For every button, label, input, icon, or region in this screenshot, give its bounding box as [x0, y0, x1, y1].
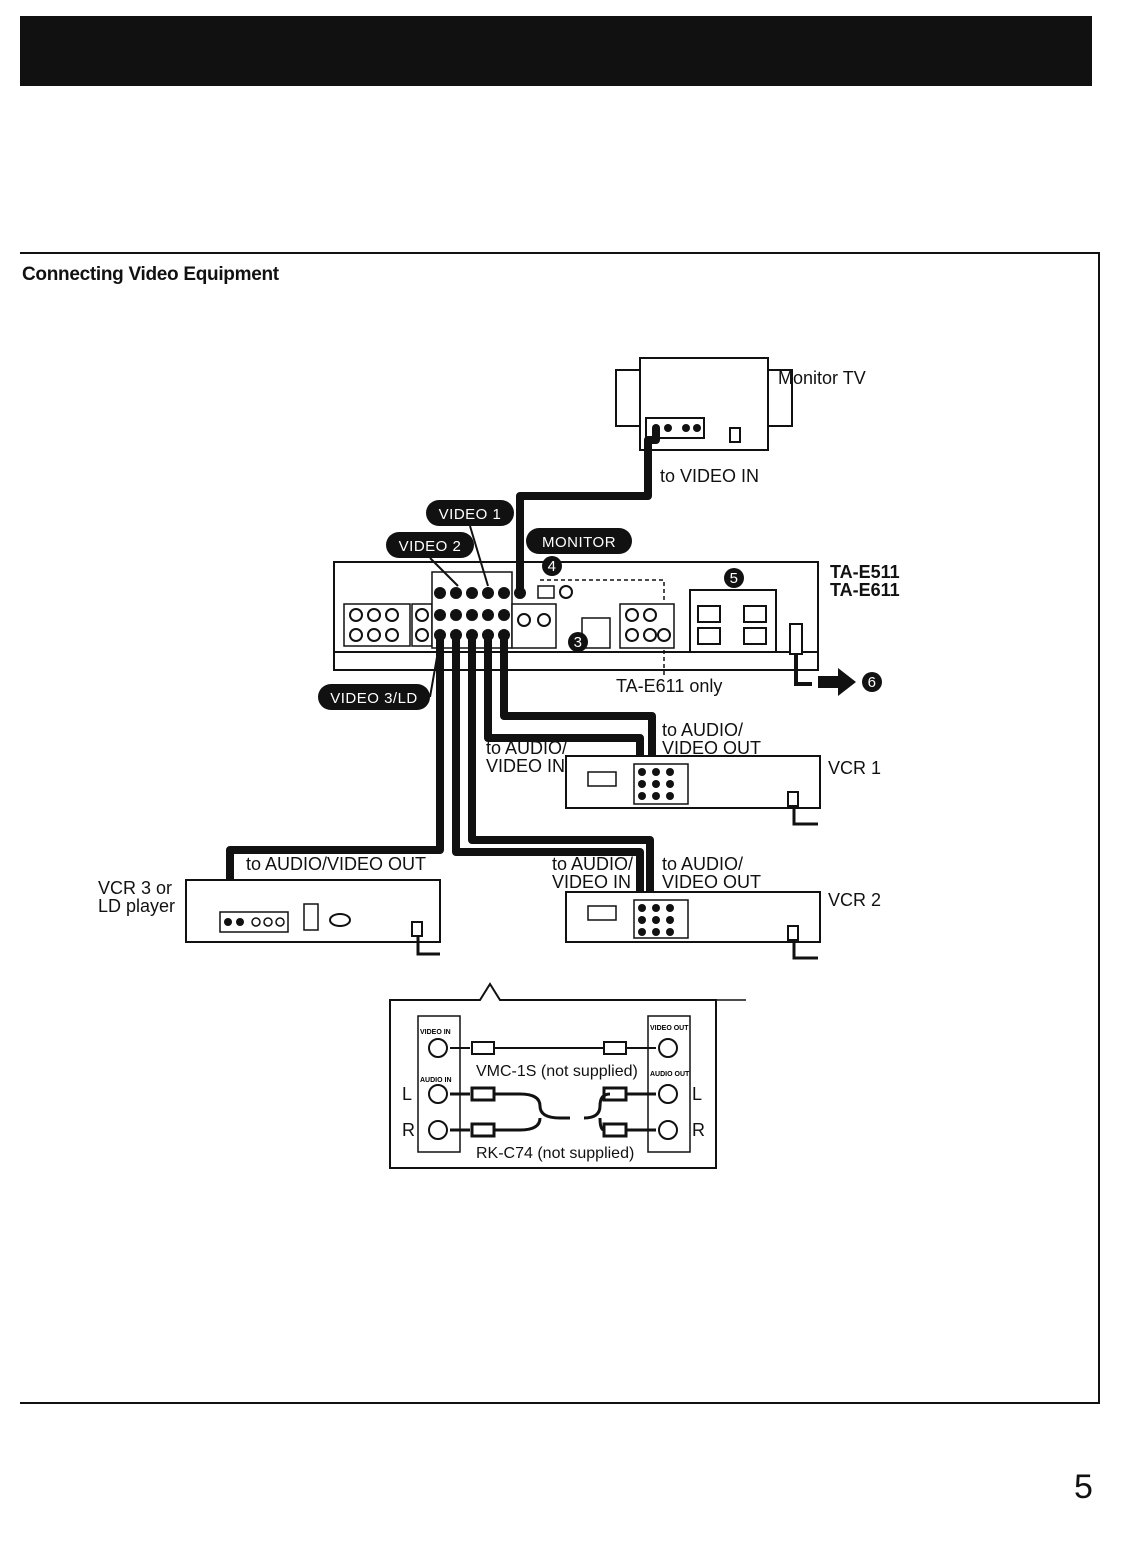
- monitor-pill: MONITOR: [526, 528, 632, 554]
- vcr3-label-2: LD player: [98, 896, 175, 916]
- rkc-cable-label: RK-C74 (not supplied): [476, 1145, 634, 1162]
- svg-text:VIDEO 2: VIDEO 2: [399, 538, 462, 555]
- vcr3-label-1: VCR 3 or: [98, 878, 172, 898]
- vcr1-in-label-1: to AUDIO/: [486, 738, 567, 758]
- marker-6-arrow: 6: [818, 668, 882, 696]
- vcr2-label: VCR 2: [828, 890, 881, 910]
- svg-text:3: 3: [574, 634, 583, 651]
- vcr2-out-label-2: VIDEO OUT: [662, 872, 761, 892]
- box-l-right: L: [692, 1084, 702, 1104]
- amp-model-1: TA-E511: [830, 562, 900, 582]
- vcr1-in-label-2: VIDEO IN: [486, 756, 565, 776]
- vcr2-in-label-2: VIDEO IN: [552, 872, 631, 892]
- svg-text:VIDEO 3/LD: VIDEO 3/LD: [330, 690, 418, 707]
- box-video-in-label: VIDEO IN: [420, 1029, 451, 1036]
- amp-model-2: TA-E611: [830, 580, 900, 600]
- box-audio-out-label: AUDIO OUT: [650, 1071, 690, 1078]
- vcr1: [565, 755, 821, 826]
- header-bar: [20, 16, 1092, 86]
- box-l-left: L: [402, 1084, 412, 1104]
- svg-text:5: 5: [730, 570, 739, 587]
- svg-text:VIDEO 1: VIDEO 1: [439, 506, 502, 523]
- box-r-left: R: [402, 1120, 415, 1140]
- cable-detail-box: [389, 982, 746, 1169]
- ta-e611-only-label: TA-E611 only: [616, 676, 722, 696]
- vcr1-label: VCR 1: [828, 758, 881, 778]
- monitor-tv-label: Monitor TV: [778, 368, 866, 388]
- vcr2: [565, 891, 821, 960]
- svg-text:4: 4: [548, 558, 557, 575]
- box-r-right: R: [692, 1120, 705, 1140]
- section-title: Connecting Video Equipment: [22, 264, 279, 285]
- vcr3-ld-player: [185, 879, 441, 956]
- vcr2-in-label-1: to AUDIO/: [552, 854, 633, 874]
- video1-pill: VIDEO 1: [426, 500, 514, 526]
- box-audio-in-label: AUDIO IN: [420, 1077, 452, 1084]
- marker-5: 5: [724, 568, 744, 588]
- box-video-out-label: VIDEO OUT: [650, 1025, 689, 1032]
- marker-3: 3: [568, 632, 588, 652]
- vcr3-out-label: to AUDIO/VIDEO OUT: [246, 854, 426, 874]
- video2-pill: VIDEO 2: [386, 532, 474, 558]
- video3-pill: VIDEO 3/LD: [318, 684, 430, 710]
- vcr2-out-label-1: to AUDIO/: [662, 854, 743, 874]
- section-frame: [20, 252, 1100, 1404]
- monitor-tv: [615, 357, 793, 451]
- vcr1-out-label-2: VIDEO OUT: [662, 738, 761, 758]
- ta-e611-only-dashed-line: [540, 579, 665, 676]
- to-video-in-label: to VIDEO IN: [660, 466, 759, 486]
- vcr1-out-label-1: to AUDIO/: [662, 720, 743, 740]
- vmc-cable-label: VMC-1S (not supplied): [476, 1063, 638, 1080]
- svg-text:MONITOR: MONITOR: [542, 534, 616, 551]
- marker-4: 4: [542, 556, 562, 576]
- page-number: 5: [1074, 1468, 1093, 1506]
- svg-text:6: 6: [868, 674, 877, 691]
